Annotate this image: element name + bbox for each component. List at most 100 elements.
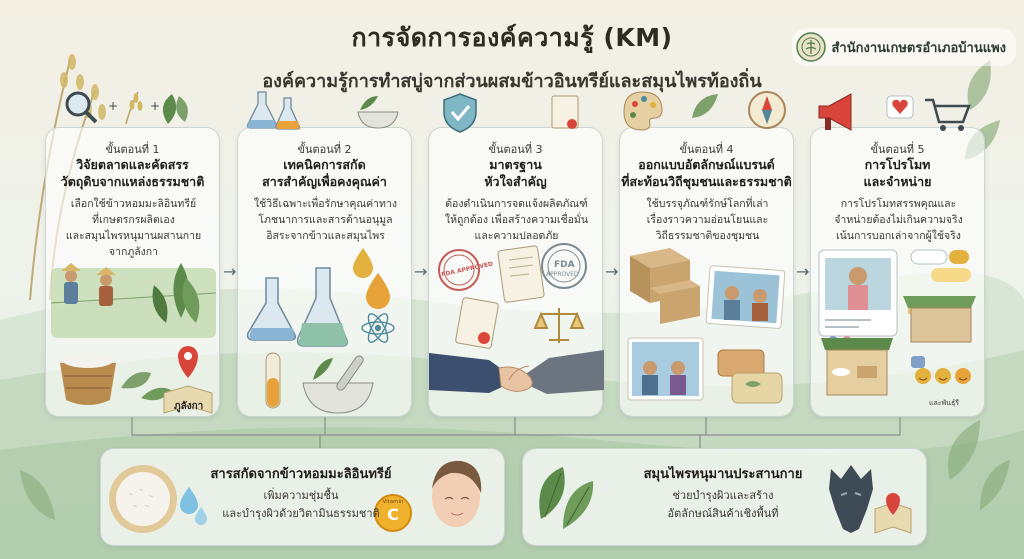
step-4-desc-line: วิถีธรรมชาติของชุมชน [655,230,760,242]
market-label: และพันธุ์รี [929,399,959,407]
flow-connectors [131,417,901,449]
step-3-header-icons [443,93,579,133]
step-4-title-line1: ออกแบบอัตลักษณ์แบรนด์ [638,157,775,172]
agriculture-office-seal-icon [795,32,826,62]
header: การจัดการองค์ความรู้ (KM) องค์ความรู้การ… [0,18,1024,95]
step-1-title: วิจัยตลาดและคัดสรร วัตถุดิบจากแหล่งธรรมช… [46,156,219,190]
mortar-pestle-icon [302,355,374,414]
mortar-pestle-icon [357,96,399,129]
rice-extract-desc-line: เพิ่มความชุ่มชื้น [263,489,339,502]
step-1-description: เลือกใช้ข้าวหอมมะลิอินทรีย์ ที่เกษตรกรผล… [56,196,211,260]
map-label: ภูลังกา [174,401,204,412]
cart-icon [925,98,971,131]
step-4-number: ขั้นตอนที่ 4 [679,143,734,156]
svg-text:+: + [108,99,118,113]
map-icon [874,493,912,534]
step-3-desc-line: ต้องดำเนินการจดแจ้งผลิตภัณฑ์ [445,198,588,210]
step-2-number: ขั้นตอนที่ 2 [297,143,352,156]
fda-stamp-label: FDA [554,260,575,270]
herb-desc-line: ช่วยบำรุงผิวและสร้าง [672,489,774,502]
arrow-4-to-5: → [796,262,810,281]
step-5-number: ขั้นตอนที่ 5 [870,143,925,156]
fda-stamp-icon [438,243,587,291]
step-4-title-line2: ที่สะท้อนวิถีชุมชนและธรรมชาติ [621,174,792,189]
hanuman-mask-icon [829,465,873,533]
oil-drop-icon [353,248,390,309]
herb-desc: ช่วยบำรุงผิวและสร้าง อัตลักษณ์สินค้าเชิง… [603,487,843,523]
step-1-card: ขั้นตอนที่ 1 วิจัยตลาดและคัดสรร วัตถุดิบ… [45,127,220,417]
step-2-title: เทคนิคการสกัด สารสำคัญเพื่อคงคุณค่า [238,156,411,190]
flask-icon [246,91,278,129]
step-1-illustration [50,263,217,414]
step-2-illustration [246,248,395,414]
step-5-title: การโปรโมท และจำหน่าย [811,156,984,190]
herb-desc-line: อัตลักษณ์สินค้าเชิงพื้นที่ [667,507,779,520]
step-2-card: ขั้นตอนที่ 2 เทคนิคการสกัด สารสำคัญเพื่อ… [237,127,412,417]
page-title: การจัดการองค์ความรู้ (KM) [351,23,673,52]
step-2-description: ใช้วิธีเฉพาะเพื่อรักษาคุณค่าทาง โภชนาการ… [248,196,403,244]
step-5-title-line1: การโปรโมท [864,157,931,172]
test-tube-icon [265,352,281,409]
step-3-title: มาตรฐาน หัวใจสำคัญ [429,156,602,190]
step-5-card: ขั้นตอนที่ 5 การโปรโมท และจำหน่าย การโปร… [810,127,985,417]
herb-title: สมุนไพรหนุมานประสานกาย [643,467,803,482]
step-1-desc-line: จากภูลังกา [108,246,159,258]
soap-bar-icon [717,349,783,404]
rice-stalk-icon [125,91,143,125]
step-5-desc-line: จำหน่ายต้องไม่เกินความจริง [834,214,963,226]
rice-bowl-icon [109,465,177,533]
step-1-title-line1: วิจัยตลาดและคัดสรร [76,157,189,172]
step-2-header-icons [246,91,399,130]
step-1-number: ขั้นตอนที่ 1 [105,143,160,156]
organization-name: สำนักงานเกษตรอำเภอบ้านแพง [831,40,1007,56]
page-subtitle: องค์ความรู้การทำสบู่จากส่วนผสมข้าวอินทรี… [262,71,762,92]
step-1-header-icons: + + [65,91,188,125]
vitamin-label: Vitamin [382,499,404,505]
heart-icon [886,95,914,119]
step-1-desc-line: และสมุนไพรหนุมานผสานกาย [65,230,202,242]
vitamin-letter: C [387,505,399,524]
step-2-desc-line: อิสระจากข้าวและสมุนไพร [266,230,385,242]
rice-basket-icon [60,352,171,405]
scale-icon [533,308,585,343]
face-icon [432,460,482,527]
market-stall-icon [821,296,976,396]
step-5-desc-line: เน้นการบอกเล่าจากผู้ใช้จริง [836,230,961,242]
herb-leaf-icon [152,263,200,323]
vitamin-c-icon [374,494,412,532]
step-5-desc-line: การโปรโมทสรรพคุณและ [840,198,957,210]
step-2-desc-line: โภชนาการและสารต้านอนุมูล [258,214,393,226]
atom-icon [361,313,395,343]
certificate-icon [551,95,579,129]
step-2-title-line1: เทคนิคการสกัด [283,157,366,172]
flask-icon [246,267,349,347]
compass-icon [748,91,786,129]
leaf-icon [692,94,718,118]
step-3-title-line2: หัวใจสำคัญ [484,174,547,189]
step-3-description: ต้องดำเนินการจดแจ้งผลิตภัณฑ์ ให้ถูกต้อง … [439,196,594,244]
organization-badge: สำนักงานเกษตรอำเภอบ้านแพง [791,28,1016,66]
step-2-title-line2: สารสำคัญเพื่อคงคุณค่า [262,174,387,189]
rice-extract-desc: เพิ่มความชุ่มชื้น และบำรุงผิวด้วยวิตามิน… [181,487,421,523]
magnifier-icon [65,91,98,124]
emoji-icon [911,356,971,384]
chat-bubble-icon [910,249,971,282]
step-1-desc-line: ที่เกษตรกรผลิตเอง [92,214,175,226]
herb-leaf-icon [162,94,188,124]
leaf-icon [539,467,594,529]
shield-check-icon [443,93,477,133]
rice-extract-panel: สารสกัดจากข้าวหอมมะลิอินทรีย์ เพิ่มความช… [100,448,505,546]
arrow-2-to-3: → [414,262,428,281]
step-3-card: FDA APPROVED FDA APPROVED ขั้นตอนที่ 3 ม… [428,127,604,417]
flask-icon [275,97,301,130]
step-4-desc-line: เรื่องราวความอ่อนโยนและ [646,214,769,226]
step-1-desc-line: เลือกใช้ข้าวหอมมะลิอินทรีย์ [70,198,197,210]
step-2-desc-line: ใช้วิธีเฉพาะเพื่อรักษาคุณค่าทาง [253,198,398,210]
svg-text:+: + [150,99,160,113]
photo-icon [627,265,786,401]
step-5-illustration [818,249,976,396]
handshake-icon [429,350,604,394]
step-3-number: ขั้นตอนที่ 3 [488,143,543,156]
step-1-title-line2: วัตถุดิบจากแหล่งธรรมชาติ [60,174,205,189]
rice-extract-desc-line: และบำรุงผิวด้วยวิตามินธรรมชาติ [222,507,380,520]
